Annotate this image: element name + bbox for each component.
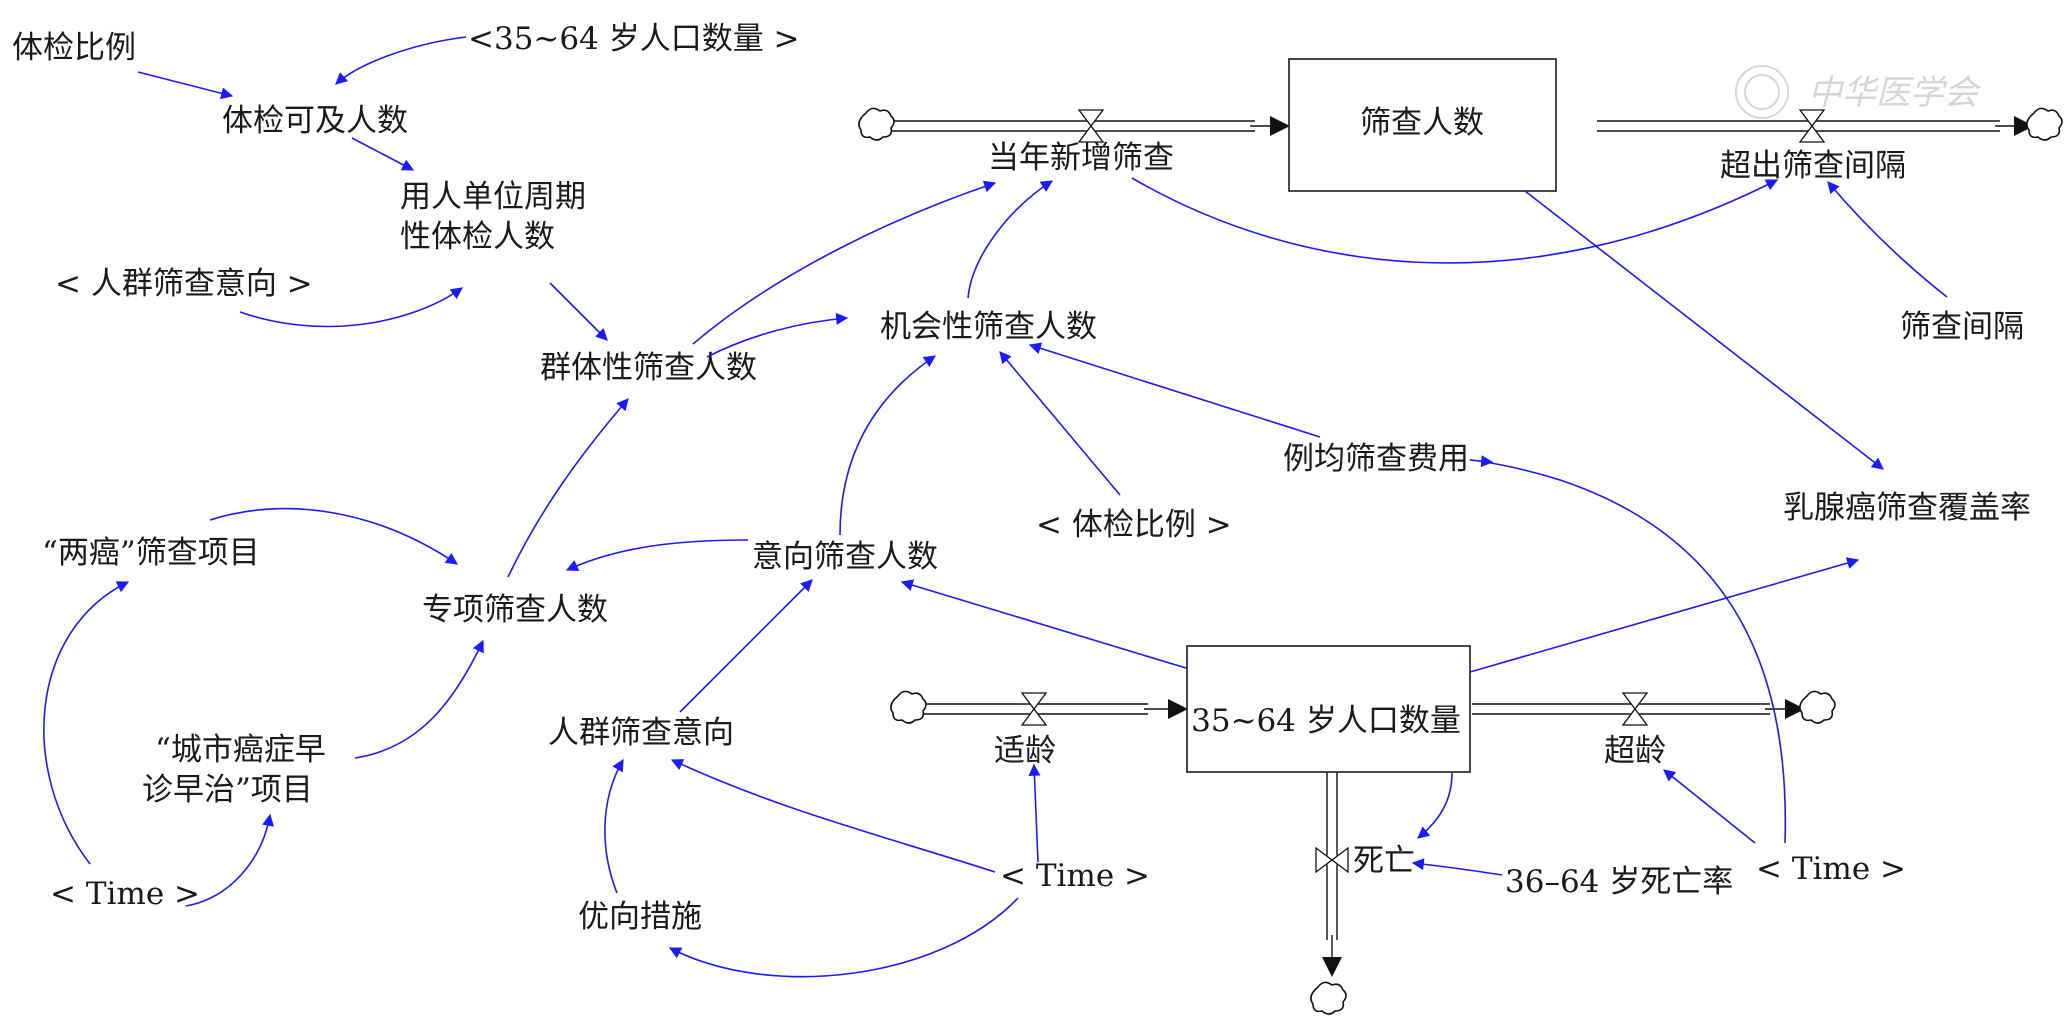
link-special-to-group — [507, 398, 629, 578]
var-time-left: < Time > — [50, 876, 200, 912]
link-priority-to-crowd — [604, 758, 624, 894]
link-time-mid-to-age-in — [1028, 763, 1041, 863]
link-city-to-special — [354, 639, 484, 759]
var-time-mid: < Time > — [1000, 858, 1150, 894]
var-interval: 筛查间隔 — [1900, 309, 2024, 345]
valve-icon — [1077, 109, 1105, 143]
link-intent-to-employer — [239, 287, 463, 328]
var-opportunistic: 机会性筛查人数 — [880, 309, 1097, 345]
link-intent-to-opportunistic — [839, 355, 936, 536]
var-group-screening: 群体性筛查人数 — [540, 350, 757, 386]
flow-age-out-label: 超龄 — [1604, 733, 1666, 769]
link-time-left-to-city — [185, 813, 275, 907]
var-coverage: 乳腺癌筛查覆盖率 — [1783, 490, 2031, 526]
stock-screened-label: 筛查人数 — [1360, 105, 1484, 141]
link-mortality-to-death — [1411, 858, 1503, 876]
var-crowd-intent: 人群筛查意向 — [548, 715, 734, 751]
link-two-cancer-to-special — [209, 507, 458, 565]
var-intent-screening: 意向筛查人数 — [752, 539, 938, 575]
sink-cloud-icon — [1799, 690, 1836, 724]
valve-icon — [1020, 692, 1048, 726]
var-employer-exam-line2: 性体检人数 — [400, 219, 555, 255]
link-exam-shadow-to-opportunistic — [999, 351, 1121, 496]
flow-pipe-exceed-interval — [1597, 116, 2034, 136]
source-cloud-icon — [858, 107, 895, 141]
flow-pipe-death — [1322, 772, 1342, 977]
var-special-screening: 专项筛查人数 — [422, 592, 608, 628]
flow-pipe-age-in — [922, 699, 1188, 719]
link-pop-to-death — [1417, 772, 1453, 839]
stock-population-box — [1186, 645, 1471, 773]
var-exam-accessible: 体检可及人数 — [222, 103, 408, 139]
link-exam-ratio-to-accessible — [137, 71, 234, 100]
sink-cloud-icon — [1310, 981, 1347, 1015]
link-cost-to-opportunistic — [1028, 342, 1321, 438]
flow-pipe-age-out — [1472, 699, 1805, 719]
link-employer-to-group — [549, 282, 608, 341]
flow-exceed-interval-label: 超出筛查间隔 — [1720, 148, 1906, 184]
watermark-logo: 中华医学会 — [1735, 65, 1982, 119]
link-time-right-to-age-out — [1663, 769, 1756, 844]
var-avg-cost: 例均筛查费用 — [1283, 441, 1469, 477]
watermark-text: 中华医学会 — [1808, 73, 1982, 113]
valve-icon — [1621, 692, 1649, 726]
var-priority: 优向措施 — [578, 899, 702, 935]
var-pop-shadow: <35~64 岁人口数量 > — [468, 21, 800, 57]
link-new-to-exceed — [1131, 177, 1779, 264]
link-group-to-opportunistic — [706, 312, 849, 358]
link-pop-to-coverage — [1469, 557, 1860, 673]
flow-age-in-label: 适龄 — [994, 733, 1056, 769]
flow-pipe-new-screening — [884, 116, 1290, 136]
stock-population-label: 35~64 岁人口数量 — [1191, 703, 1461, 739]
link-intent-to-special — [565, 539, 749, 572]
link-time-mid-to-crowd — [670, 759, 996, 873]
var-exam-ratio-shadow: < 体检比例 > — [1036, 507, 1232, 543]
link-crowd-to-intent — [679, 579, 813, 713]
link-interval-to-exceed — [1827, 181, 1948, 298]
link-time-left-to-two-cancer — [43, 581, 130, 865]
link-screened-to-coverage — [1524, 190, 1884, 470]
link-accessible-to-employer — [351, 137, 415, 171]
link-pop-to-intent — [900, 579, 1187, 669]
valve-icon — [1798, 109, 1826, 143]
var-city-line2: 诊早治”项目 — [142, 772, 313, 808]
var-exam-ratio: 体检比例 — [12, 30, 136, 66]
causal-links — [43, 36, 1948, 978]
var-employer-exam-line1: 用人单位周期 — [400, 179, 586, 215]
flow-death-label: 死亡 — [1353, 843, 1415, 879]
flow-new-screening-label: 当年新增筛查 — [988, 140, 1174, 176]
stock-screened-box — [1288, 58, 1557, 192]
link-time-right-to-cost — [1469, 455, 1787, 844]
valve-icon — [1315, 846, 1349, 874]
var-mortality: 36–64 岁死亡率 — [1505, 864, 1733, 900]
var-city-line1: “城市癌症早 — [155, 732, 326, 768]
var-time-right: < Time > — [1756, 851, 1906, 887]
link-opportunistic-to-new — [967, 180, 1054, 299]
sink-cloud-icon — [2026, 107, 2063, 141]
link-time-mid-to-priority — [668, 897, 1019, 978]
source-cloud-icon — [890, 690, 927, 724]
link-pop-to-accessible — [335, 36, 467, 85]
link-group-to-new — [692, 180, 997, 345]
var-intent-shadow: < 人群筛查意向 > — [55, 266, 313, 302]
var-two-cancer: “两癌”筛查项目 — [42, 535, 260, 571]
